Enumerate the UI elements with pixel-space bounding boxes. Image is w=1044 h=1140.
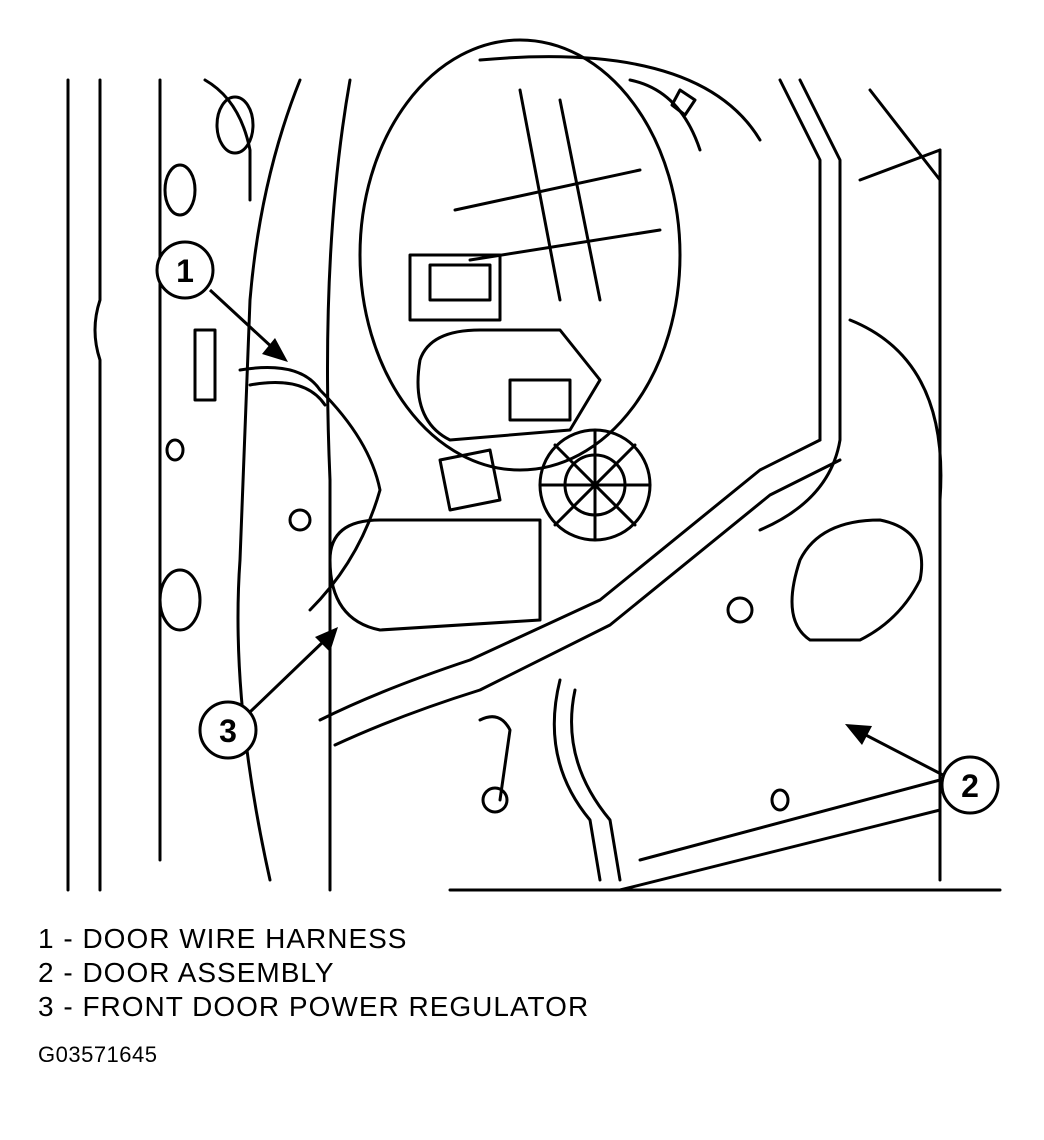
callout-2: 2 — [845, 724, 1000, 815]
regulator-motor — [328, 253, 652, 632]
legend-item-3: 3 - FRONT DOOR POWER REGULATOR — [38, 991, 590, 1022]
legend: 1 - DOOR WIRE HARNESS 2 - DOOR ASSEMBLY … — [38, 922, 589, 1024]
door-regulator-illustration: 1 2 3 — [66, 38, 1002, 892]
door-wire-harness — [238, 366, 382, 612]
legend-item-2: 2 - DOOR ASSEMBLY — [38, 957, 335, 988]
figure-id: G03571645 — [38, 1042, 158, 1067]
callout-1: 1 — [155, 240, 288, 362]
regulator-track-ellipse — [358, 38, 682, 472]
door-frame — [66, 78, 1002, 892]
door-cable — [318, 438, 822, 722]
callout-3: 3 — [198, 627, 338, 760]
callout-1-number: 1 — [176, 253, 194, 289]
callout-3-number: 3 — [219, 713, 237, 749]
legend-item-1: 1 - DOOR WIRE HARNESS — [38, 923, 408, 954]
callout-2-number: 2 — [961, 768, 979, 804]
